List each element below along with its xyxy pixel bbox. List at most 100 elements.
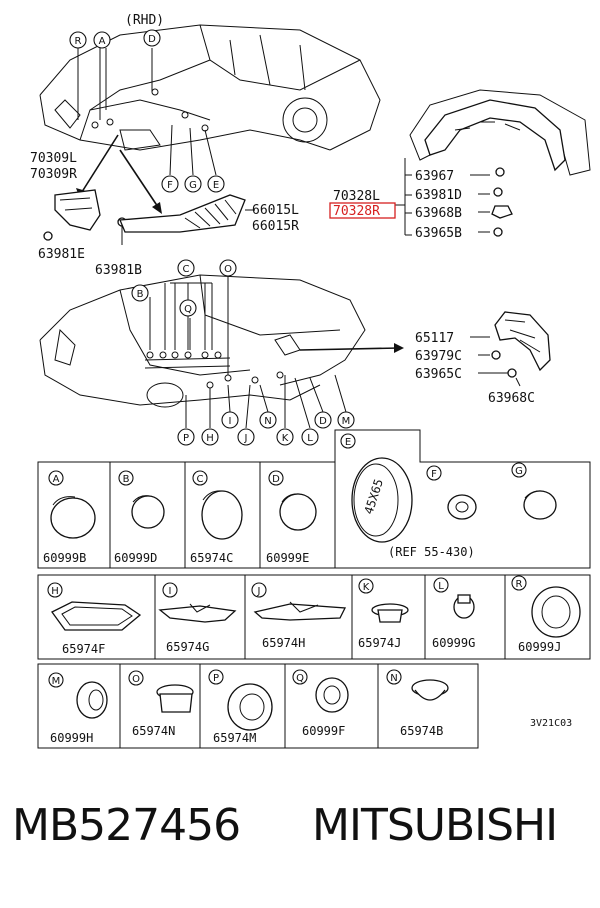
label-66015l: 66015L (252, 203, 299, 218)
part-cell-f[interactable]: F (426, 465, 477, 520)
ref-note: (REF 55-430) (388, 545, 475, 559)
callout-d-top[interactable]: D (143, 29, 161, 47)
svg-text:D: D (319, 416, 327, 427)
label-66015r: 66015R (252, 219, 299, 234)
part-cell-o[interactable]: O 65974N (128, 670, 194, 738)
callout-c-mid[interactable]: C (177, 259, 195, 277)
svg-text:E: E (213, 180, 219, 191)
part-number-65974m: 65974M (213, 731, 256, 745)
svg-text:K: K (282, 433, 289, 444)
part-number-65974f: 65974F (62, 642, 105, 656)
svg-text:P: P (183, 433, 189, 444)
part-cell-d[interactable]: D 60999E (266, 470, 317, 565)
upper-body-illustration: (RHD) (39, 13, 381, 214)
callout-o-mid[interactable]: O (219, 259, 237, 277)
label-63981d: 63981D (415, 188, 462, 203)
part-number-65974h: 65974H (262, 636, 305, 650)
svg-text:B: B (137, 289, 144, 300)
svg-text:N: N (390, 673, 397, 684)
svg-text:J: J (257, 586, 261, 597)
label-63965c: 63965C (415, 367, 462, 382)
callout-d-mid[interactable]: D (314, 411, 332, 429)
callout-b-mid[interactable]: B (131, 284, 149, 302)
part-number-65974b: 65974B (400, 724, 443, 738)
svg-text:M: M (342, 416, 351, 427)
part-cell-n[interactable]: N 65974B (386, 669, 449, 738)
svg-text:H: H (206, 433, 214, 444)
part-number-60999g: 60999G (432, 636, 475, 650)
part-cell-k[interactable]: K 65974J (358, 578, 409, 650)
part-cell-g[interactable]: G (511, 462, 557, 520)
label-70309r: 70309R (30, 167, 77, 182)
label-70309l: 70309L (30, 151, 77, 166)
svg-text:N: N (264, 416, 271, 427)
callout-h-mid[interactable]: H (201, 428, 219, 446)
part-number-60999f: 60999F (302, 724, 345, 738)
callout-f-top[interactable]: F (161, 175, 179, 193)
svg-text:D: D (272, 474, 280, 485)
svg-text:B: B (123, 474, 130, 485)
callout-g-top[interactable]: G (184, 175, 202, 193)
part-cell-e[interactable]: E 45X65 (REF 55-430) (340, 433, 475, 559)
part-cell-c[interactable]: C 65974C (190, 470, 243, 565)
svg-text:A: A (53, 474, 60, 485)
svg-text:K: K (363, 582, 370, 593)
svg-text:G: G (515, 466, 523, 477)
part-number-65974j: 65974J (358, 636, 401, 650)
footer-part-number: MB527456 (12, 800, 241, 851)
svg-text:F: F (167, 180, 173, 191)
label-70328r-highlighted[interactable]: 70328R (333, 204, 380, 219)
part-cell-j[interactable]: J 65974H (251, 582, 347, 650)
part-number-65974n: 65974N (132, 724, 175, 738)
fender-liner-group (395, 89, 591, 237)
svg-text:C: C (197, 474, 204, 485)
svg-text:Q: Q (184, 304, 192, 315)
svg-text:P: P (213, 673, 219, 684)
svg-text:O: O (224, 264, 232, 275)
svg-text:C: C (183, 264, 190, 275)
part-number-60999e: 60999E (266, 551, 309, 565)
svg-text:J: J (244, 433, 248, 444)
callout-p-mid[interactable]: P (177, 428, 195, 446)
callout-l-mid[interactable]: L (301, 428, 319, 446)
svg-text:R: R (75, 36, 82, 47)
part-number-65974g: 65974G (166, 640, 209, 654)
splash-shield-66015 (119, 194, 255, 233)
rhd-label: (RHD) (125, 13, 164, 28)
diagram-code: 3V21C03 (530, 718, 572, 729)
svg-text:I: I (169, 586, 172, 597)
part-cell-p[interactable]: P 65974M (208, 669, 273, 745)
callout-e-top[interactable]: E (207, 175, 225, 193)
part-cell-m[interactable]: M 60999H (48, 672, 108, 745)
label-63981e: 63981E (38, 247, 85, 262)
part-cell-h[interactable]: H 65974F (47, 582, 142, 656)
callout-m-mid[interactable]: M (337, 411, 355, 429)
label-70328l: 70328L (333, 189, 380, 204)
callout-a-top[interactable]: A (93, 31, 111, 49)
svg-text:A: A (99, 36, 106, 47)
callout-q-mid[interactable]: Q (179, 299, 197, 317)
label-63981b: 63981B (95, 263, 142, 278)
part-cell-b[interactable]: B 60999D (114, 470, 165, 565)
part-number-60999h: 60999H (50, 731, 93, 745)
svg-text:R: R (516, 579, 523, 590)
inner-fender-65117 (470, 311, 551, 387)
callout-n-mid[interactable]: N (259, 411, 277, 429)
svg-text:O: O (132, 674, 140, 685)
label-65117: 65117 (415, 331, 454, 346)
part-cell-r[interactable]: R 60999J (511, 575, 581, 654)
footer-brand: MITSUBISHI (312, 800, 558, 851)
parts-table (37, 429, 591, 749)
part-cell-a[interactable]: A 60999B (43, 470, 96, 565)
callout-i-mid[interactable]: I (221, 411, 239, 429)
part-cell-i[interactable]: I 65974G (158, 582, 237, 654)
label-63968b: 63968B (415, 206, 462, 221)
part-cell-q[interactable]: Q 60999F (292, 669, 349, 738)
svg-text:F: F (431, 469, 437, 480)
callout-k-mid[interactable]: K (276, 428, 294, 446)
callout-r-top[interactable]: R (69, 31, 87, 49)
callout-j-mid[interactable]: J (237, 428, 255, 446)
label-63968c: 63968C (488, 391, 535, 406)
part-number-65974c: 65974C (190, 551, 233, 565)
part-cell-l[interactable]: L 60999G (432, 577, 475, 650)
